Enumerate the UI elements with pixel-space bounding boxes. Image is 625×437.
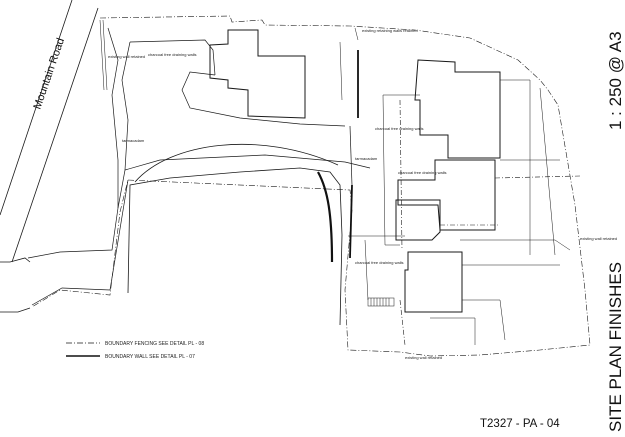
site-boundary [31,15,591,357]
note-tarmac-2: tarmacadam [355,156,378,161]
note-wall-left: existing wall retained [108,54,145,59]
note-wall-right: existing wall retained [580,236,617,241]
building-east-2 [397,159,496,231]
plot-divisions [348,79,571,345]
building-east-1 [414,59,501,159]
street-label: Mountain Road [31,37,67,111]
note-drain-4: charcoal free draining walls [355,260,403,265]
note-drain-2: charcoal free draining walls [375,126,423,131]
drawing-number: T2327 - PA - 04 [480,418,560,430]
retaining-walls [99,19,359,101]
note-wall-top: existing retaining walls retained [362,28,418,33]
note-wall-bottom: existing wall retained [405,355,442,360]
note-drain-3: charcoal free draining walls [398,170,446,175]
boundary-walls [349,50,359,259]
access-road [27,27,371,306]
buildings [209,29,501,313]
annotations: existing retaining walls retained existi… [108,28,617,360]
legend: BOUNDARY FENCING SEE DETAIL PL - 08 BOUN… [66,341,204,360]
sheet-title: SITE PLAN FINISHES [606,262,625,432]
central-green [127,144,343,326]
road-edges [0,0,99,313]
internal-fencing [399,99,581,346]
building-north [209,29,306,119]
legend-wall-label: BOUNDARY WALL SEE DETAIL PL - 07 [105,354,195,360]
note-drain-1: charcoal free draining walls [148,52,196,57]
legend-fencing-label: BOUNDARY FENCING SEE DETAIL PL - 08 [105,341,204,347]
note-tarmac-1: tarmacadam [122,138,145,143]
scale-note: 1 : 250 @ A3 [606,31,625,130]
boundary-wall-curve [317,171,334,263]
building-east-3 [395,199,441,241]
parking-bays [367,297,395,307]
building-south [404,251,463,313]
